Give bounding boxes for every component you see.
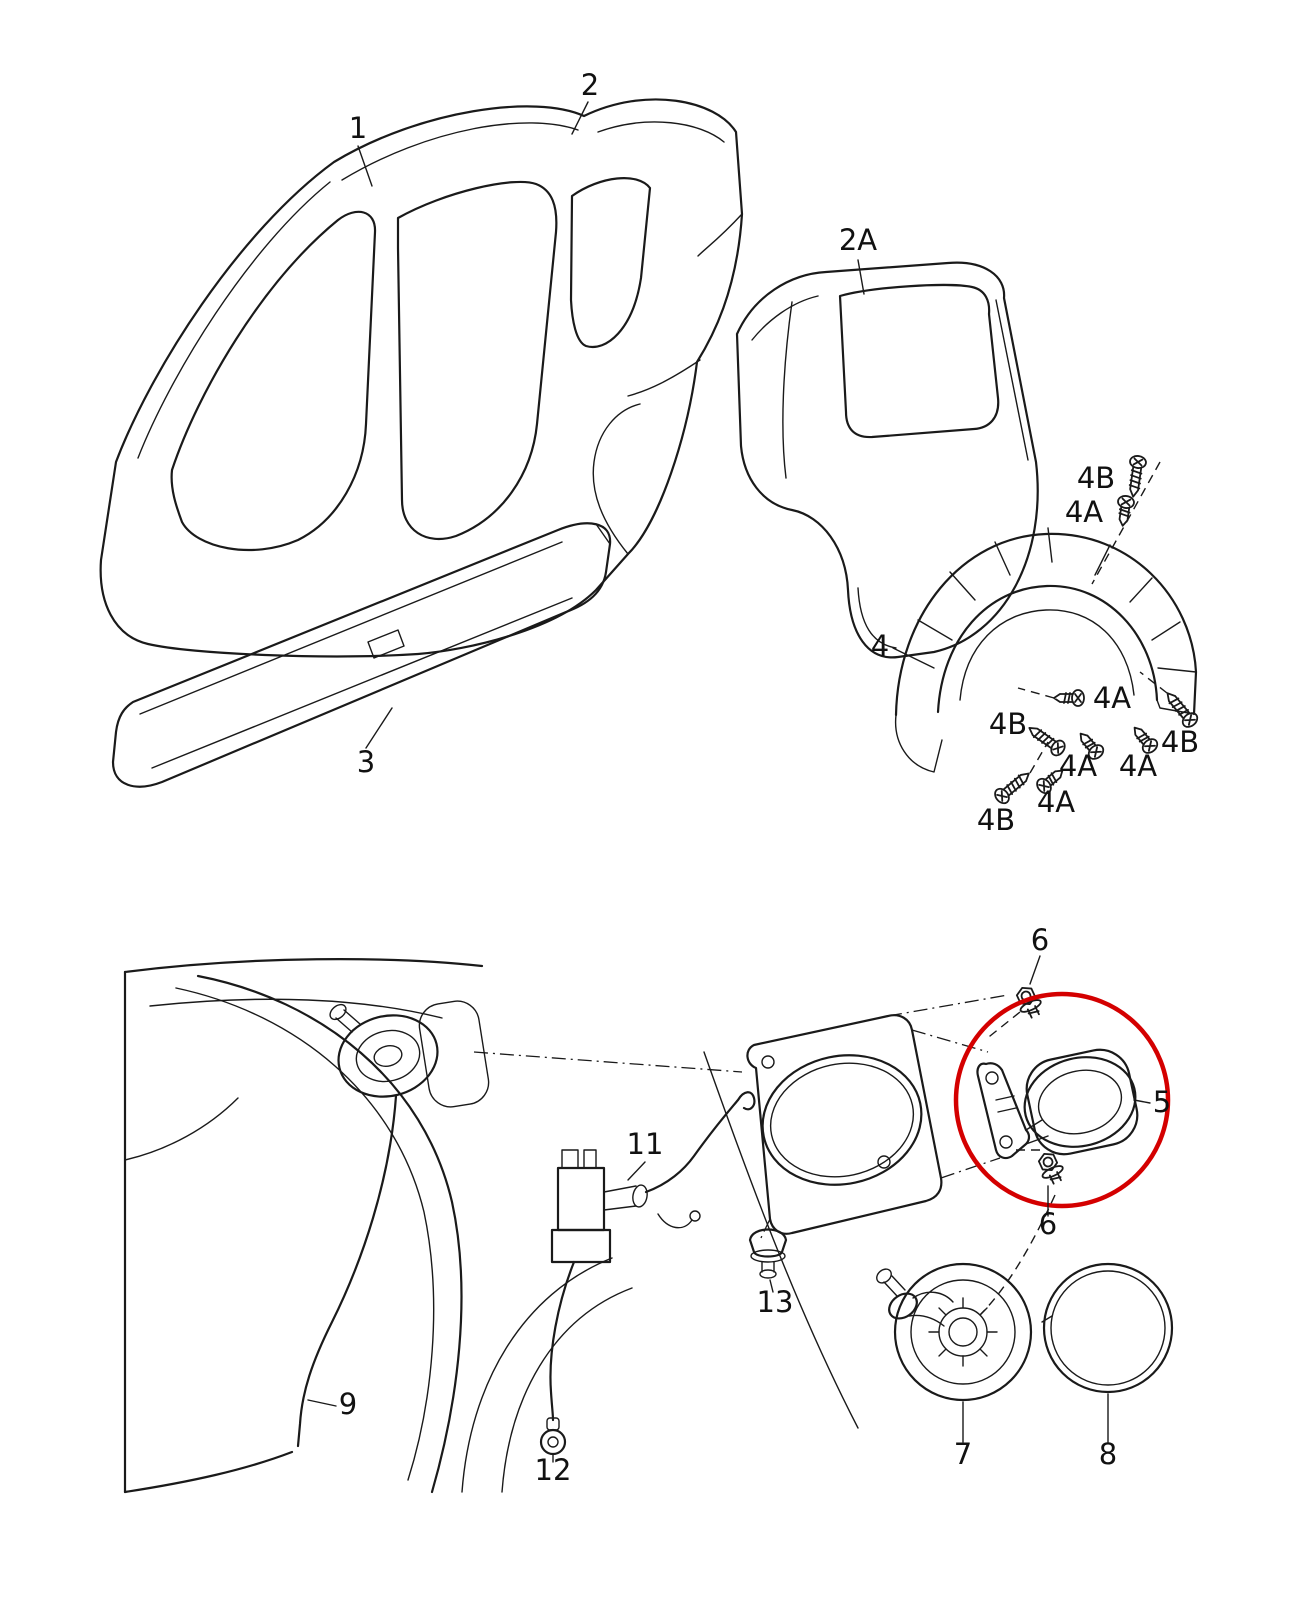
sill-panel [111,522,612,788]
fuel-flap-unit [976,1048,1139,1160]
part-label-4a-top: 4A [1065,495,1103,529]
part-label-2: 2 [581,68,599,102]
flap-plate [1025,1048,1139,1156]
part-label-6-bottom: 6 [1039,1207,1057,1241]
actuator-rod [644,1091,756,1194]
front-door-opening [170,210,377,552]
part-label-13: 13 [757,1285,794,1319]
filler-cup-on-body [337,1014,439,1098]
part-label-11: 11 [627,1127,664,1161]
part-label-4b-top: 4B [1077,461,1115,495]
part-label-4a-right1: 4A [1093,681,1131,715]
part-label-4a-bottom: 4A [1037,785,1075,819]
part-label-9: 9 [339,1387,357,1421]
highlight-circle-part-5 [953,991,1171,1209]
part-label-3: 3 [357,745,375,779]
leader-lines [307,101,1151,1463]
part-label-4b-right2: 4B [1161,725,1199,759]
part-label-7: 7 [954,1437,972,1471]
part-label-4b-right1: 4B [989,707,1027,741]
flap-recess-outline [418,1000,490,1108]
rear-door-opening [396,180,558,541]
cable-end-loop [539,1428,567,1456]
quarter-panel-window-opening [838,283,1000,439]
filler-pocket-plate [473,994,1056,1429]
part-label-1: 1 [349,111,367,145]
rear-quarter-panel [735,261,1039,659]
part-label-2a: 2A [839,223,877,257]
release-cable [296,1094,398,1448]
part-label-4a-right2: 4A [1059,749,1097,783]
body-side-frame [99,98,744,658]
screw-4b-icon [991,766,1035,807]
sealing-ring [1041,1262,1174,1394]
part-label-4b-bottom: 4B [977,803,1015,837]
body-rear-quarter [123,958,633,1494]
part-label-6-top: 6 [1031,923,1049,957]
quarter-window-opening [569,177,652,349]
screw-4a-icon [1053,689,1085,707]
screw-4a-icon [1113,494,1136,528]
cap-tether [888,1292,918,1320]
lock-actuator [539,1091,756,1456]
part-label-8: 8 [1099,1437,1117,1471]
actuator-cable [549,1260,576,1422]
part-labels: 1 2 2A 3 4 4B 4A 4A 4B 4A 4A 4B 4B 4A 6 … [339,68,1199,1487]
part-label-12: 12 [535,1453,572,1487]
part-label-5: 5 [1153,1085,1171,1119]
fuel-cap [876,1262,1033,1402]
grommet [748,1228,788,1279]
flap-bolts [984,982,1069,1188]
wheel-arch-liner [894,461,1198,774]
part-label-4a-right3: 4A [1119,749,1157,783]
part-label-4: 4 [871,629,889,663]
